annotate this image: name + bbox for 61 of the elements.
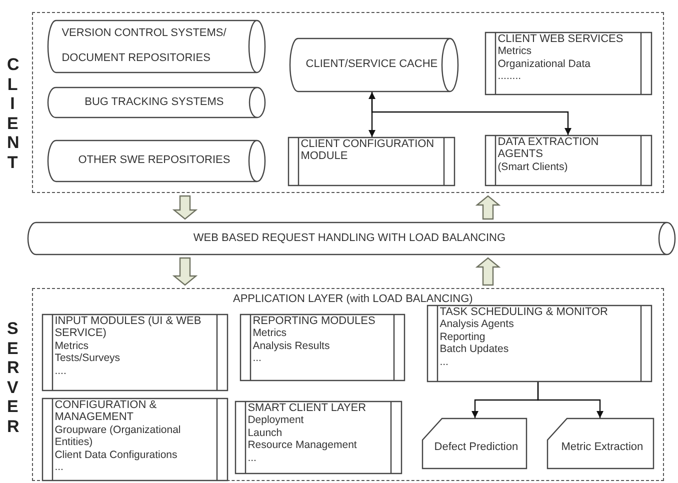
module-heading: REPORTING MODULES <box>252 314 376 328</box>
request-bus-cylinder <box>28 222 675 255</box>
output-card <box>546 418 654 469</box>
module-item: Resource Management <box>248 439 357 452</box>
module-heading: CONFIGURATION & MANAGEMENT <box>54 398 158 424</box>
module-item: Client Data Configurations <box>54 448 178 462</box>
module-item: ... <box>248 452 256 464</box>
cache-cylinder <box>290 38 458 92</box>
module-item: Reporting <box>440 330 486 344</box>
block-arrow <box>475 195 501 220</box>
module-item: ... <box>440 356 448 368</box>
module-item: Metrics <box>498 45 532 58</box>
module-box <box>42 314 228 391</box>
module-item: Deployment <box>248 414 304 427</box>
block-arrow <box>172 195 198 220</box>
module-item: Analysis Results <box>252 340 330 352</box>
module-box <box>42 398 228 481</box>
module-item: (Smart Clients) <box>498 160 568 174</box>
module-heading: TASK SCHEDULING & MONITOR <box>440 306 608 318</box>
repository-cylinder <box>48 140 265 182</box>
node-label: VERSION CONTROL SYSTEMS/ DOCUMENT REPOSITORIES <box>62 26 228 66</box>
module-box <box>484 134 652 186</box>
module-box <box>426 304 652 382</box>
node-label: OTHER SWE REPOSITORIES <box>78 154 230 168</box>
module-box <box>234 400 402 474</box>
block-arrow <box>475 257 501 286</box>
module-box <box>240 314 405 381</box>
repository-cylinder <box>48 86 265 118</box>
tier-label: SERVER <box>7 319 18 436</box>
module-item: Metrics <box>54 340 89 352</box>
module-item: ........ <box>498 70 522 83</box>
module-box <box>288 136 455 186</box>
module-item: ... <box>54 461 64 474</box>
node-label: WEB BASED REQUEST HANDLING WITH LOAD BALANCING <box>193 232 506 245</box>
module-item: Organizational Data <box>498 58 590 70</box>
node-label: BUG TRACKING SYSTEMS <box>84 96 224 109</box>
node-label: CLIENT/SERVICE CACHE <box>306 58 438 72</box>
module-item: Metrics <box>252 327 287 340</box>
module-item: Batch Updates <box>440 343 509 356</box>
module-box <box>484 32 652 95</box>
module-item: ... <box>252 352 262 365</box>
arrow <box>368 92 376 137</box>
module-item: Analysis Agents <box>440 318 514 331</box>
module-item: Groupware (Organizational Entities) <box>54 424 182 449</box>
module-heading: INPUT MODULES (UI & WEB SERVICE) <box>54 314 202 340</box>
repository-cylinder <box>48 20 265 73</box>
module-item: Tests/Surveys <box>54 352 120 365</box>
node-label: Defect Prediction <box>434 440 518 454</box>
module-heading: CLIENT WEB SERVICES <box>498 32 624 46</box>
arrow <box>537 382 604 418</box>
output-card <box>422 418 527 469</box>
arrow <box>371 92 572 135</box>
module-heading: DATA EXTRACTION AGENTS <box>498 136 600 161</box>
module-item: Launch <box>248 426 282 440</box>
tier-label: CLIENT <box>7 55 18 172</box>
layer-heading: APPLICATION LAYER (with LOAD BALANCING) <box>233 293 473 306</box>
module-item: .... <box>54 364 66 378</box>
block-arrow <box>172 257 198 286</box>
node-label: Metric Extraction <box>561 440 644 454</box>
module-heading: SMART CLIENT LAYER <box>248 402 366 414</box>
module-heading: CLIENT CONFIGURATION MODULE <box>300 138 436 163</box>
